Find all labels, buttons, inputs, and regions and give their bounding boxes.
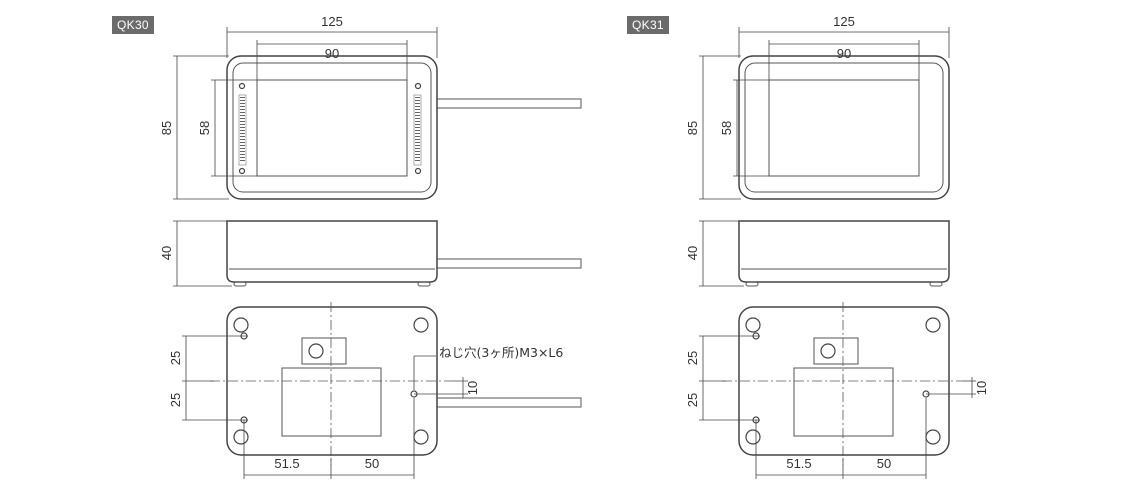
qk30-hole-x-right-dim: 50 (365, 456, 379, 471)
qk30-connector (301, 337, 347, 365)
qk30-cable-top (434, 98, 582, 109)
qk31-bottom-dimension-lines (699, 335, 976, 479)
qk31-top-dimension-lines (699, 27, 950, 200)
qk31-lens-height-dim: 58 (719, 121, 734, 135)
qk31-hole-top-dim: 25 (685, 351, 700, 365)
qk31-hole-offset-dim: 10 (974, 381, 989, 395)
qk30-bottom-view: 25 25 51.5 50 10 ねじ穴(3ヶ所)M3×L6 (168, 302, 582, 479)
qk31-lens-width-dim: 90 (837, 46, 851, 61)
qk30-hole-top-dim: 25 (168, 351, 183, 365)
model-label-qk30: QK30 (112, 16, 154, 34)
qk31-hole-x-left-dim: 51.5 (786, 456, 811, 471)
qk30-housing-side (226, 220, 438, 283)
qk30-height-dim: 85 (159, 121, 174, 135)
qk30-drawing: 125 90 85 58 40 (159, 14, 582, 479)
qk31-bezel (744, 62, 944, 193)
qk31-top-view: 125 90 85 58 (685, 14, 950, 200)
qk31-depth-dim: 40 (685, 246, 700, 260)
qk30-depth-dim: 40 (159, 246, 174, 260)
qk30-width-dim: 125 (321, 14, 343, 29)
qk30-cable-side (434, 258, 582, 269)
qk30-hole-bottom-dim: 25 (168, 393, 183, 407)
qk31-connector-hole (820, 343, 836, 359)
qk31-width-dim: 125 (833, 14, 855, 29)
qk30-lens-window (256, 79, 408, 177)
qk31-height-dim: 85 (685, 121, 700, 135)
qk31-foot-right (929, 281, 943, 287)
qk30-foot-left (233, 281, 247, 287)
qk31-side-view: 40 (685, 220, 950, 287)
qk31-housing-top (738, 55, 950, 200)
qk30-connector-hole (308, 343, 324, 359)
qk31-housing-side (738, 220, 950, 283)
qk30-led-holes (238, 82, 422, 175)
qk30-foot-holes (233, 317, 429, 445)
qk30-top-view: 125 90 85 58 (159, 14, 582, 200)
qk30-bottom-dimension-lines (182, 335, 468, 479)
qk30-foot-right (417, 281, 431, 287)
qk30-bezel (232, 62, 432, 193)
qk31-drawing: 125 90 85 58 40 (685, 14, 989, 479)
qk31-connector (813, 337, 859, 365)
qk30-led-strips (238, 94, 422, 166)
qk31-hole-x-right-dim: 50 (877, 456, 891, 471)
qk30-top-dimension-lines (173, 27, 438, 200)
qk30-lens-width-dim: 90 (325, 46, 339, 61)
qk30-hole-x-left-dim: 51.5 (274, 456, 299, 471)
qk30-cable-bottom (434, 397, 582, 408)
qk30-lens-height-dim: 58 (197, 121, 212, 135)
qk30-housing-top (226, 55, 438, 200)
qk31-lens-window (768, 79, 920, 177)
qk30-label-plate (281, 367, 382, 437)
model-label-qk31: QK31 (627, 16, 669, 34)
qk31-foot-left (745, 281, 759, 287)
qk31-label-plate (793, 367, 894, 437)
qk30-side-view: 40 (159, 220, 582, 287)
qk30-hole-offset-dim: 10 (465, 381, 480, 395)
qk31-hole-bottom-dim: 25 (685, 393, 700, 407)
qk31-foot-holes (745, 317, 941, 445)
qk31-bottom-view: 25 25 51.5 50 10 (685, 302, 989, 479)
qk30-screw-note: ねじ穴(3ヶ所)M3×L6 (439, 345, 563, 360)
